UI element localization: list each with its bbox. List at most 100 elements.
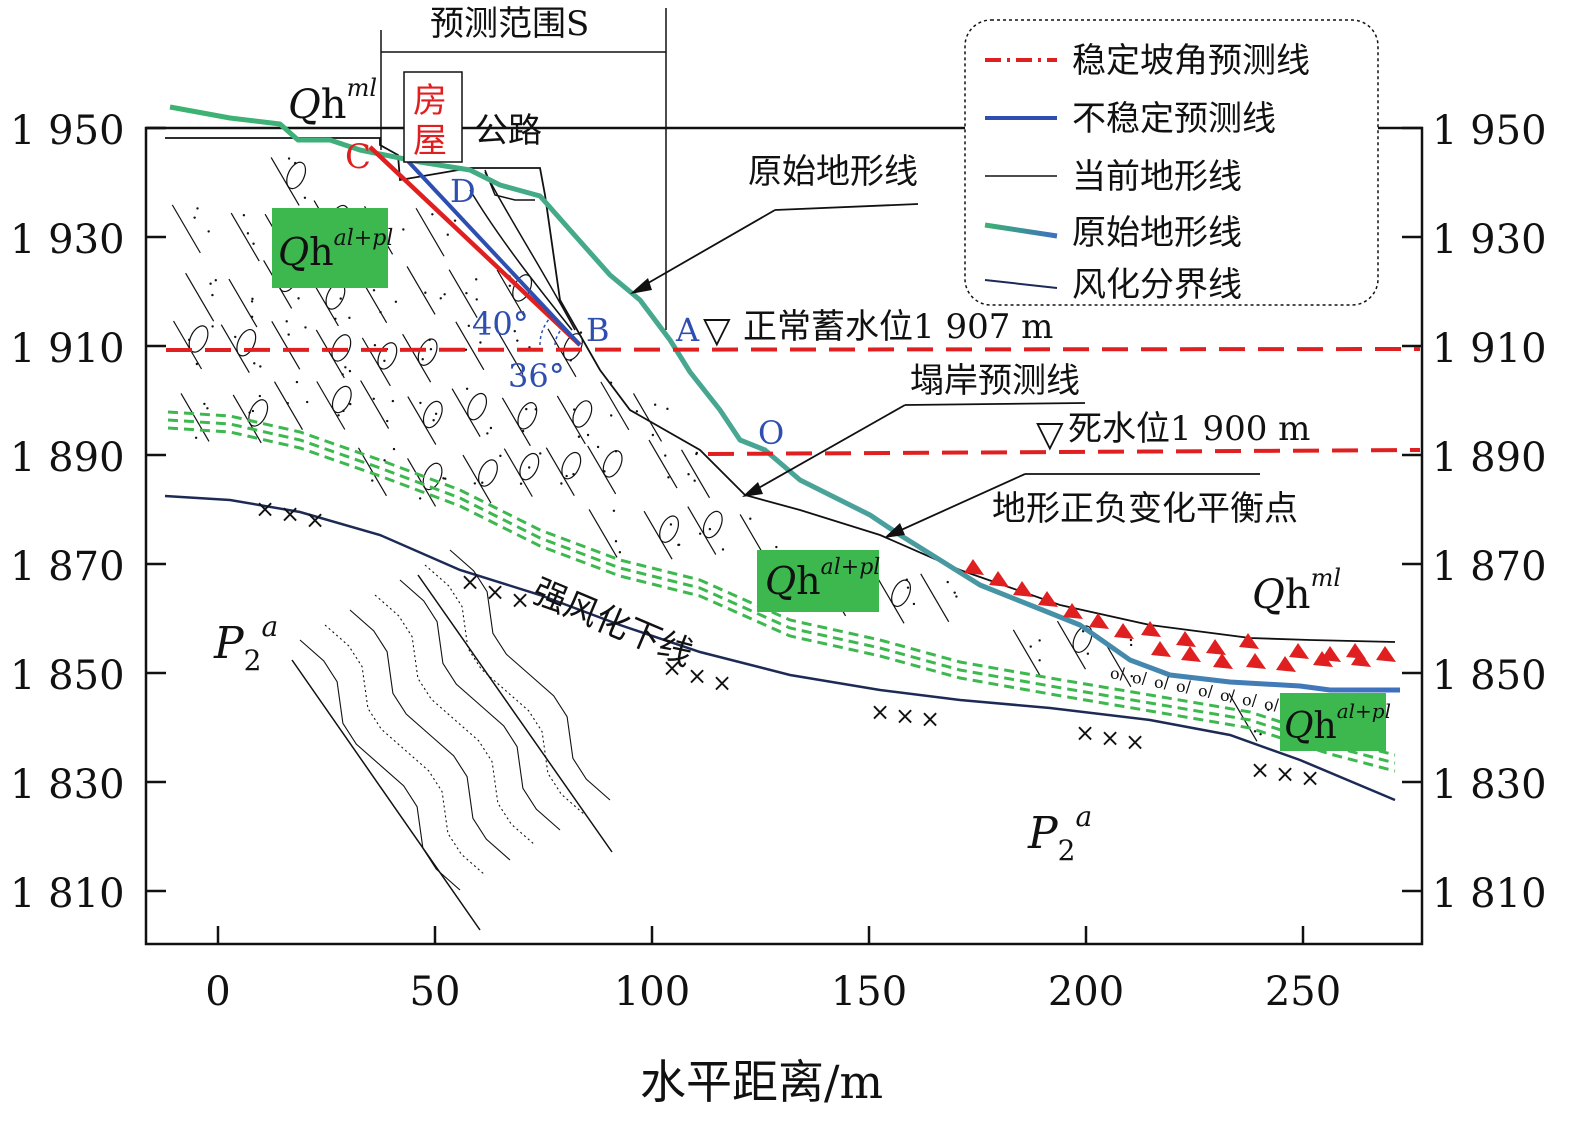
- legend-item-stable: 稳定坡角预测线: [985, 41, 1310, 81]
- texture-dot: [489, 426, 493, 430]
- x-mark: ×: [712, 669, 732, 697]
- y-tick-label-left: 1 830: [10, 762, 125, 808]
- texture-dot: [372, 397, 375, 400]
- pebble: [659, 515, 680, 543]
- svg-text:原始地形线: 原始地形线: [1072, 213, 1242, 253]
- x-tick-label: 100: [614, 969, 690, 1015]
- texture-stroke: [632, 393, 663, 442]
- texture-dot: [464, 348, 468, 351]
- texture-dot: [653, 403, 657, 406]
- texture-stroke: [316, 381, 346, 430]
- y-tick-label-left: 1 950: [10, 108, 125, 154]
- texture-dot: [259, 365, 262, 368]
- texture-dot: [467, 324, 471, 328]
- texture-dot: [521, 311, 525, 314]
- texture-dot: [586, 433, 590, 437]
- y-tick-label-right: 1 890: [1432, 435, 1547, 481]
- texture-dot: [297, 297, 300, 300]
- svg-text:P2a: P2a: [213, 610, 278, 677]
- x-mark: ×: [510, 586, 530, 614]
- texture-dot: [342, 409, 345, 413]
- texture-dot: [253, 362, 256, 365]
- pebble: [702, 510, 723, 539]
- texture-stroke: [185, 272, 215, 322]
- texture-stroke: [687, 506, 717, 555]
- texture-dot: [610, 414, 613, 417]
- texture-dot: [953, 591, 956, 594]
- balance-callout-arrow: [889, 473, 1026, 536]
- texture-dot: [248, 411, 251, 414]
- prediction-range-label: 预测范围S: [430, 4, 589, 44]
- deposit-triangle: [1013, 581, 1033, 597]
- x-mark: ×: [485, 578, 505, 606]
- texture-dot: [429, 347, 433, 351]
- texture-dot: [252, 242, 255, 245]
- texture-dot: [572, 408, 576, 411]
- texture-dot: [651, 433, 655, 437]
- texture-dot: [695, 452, 698, 456]
- deposit-triangles: [964, 559, 1396, 672]
- texture-stroke: [1012, 629, 1042, 679]
- texture-stroke: [232, 394, 262, 444]
- texture-dot: [334, 317, 337, 320]
- deposit-triangle: [1114, 623, 1134, 639]
- debris-symbol: o/: [1242, 690, 1258, 709]
- deposit-triangle: [1151, 641, 1171, 657]
- current-terrain-line: [165, 137, 1396, 643]
- texture-dot: [465, 387, 469, 390]
- svg-text:不稳定预测线: 不稳定预测线: [1072, 99, 1276, 139]
- pebble: [891, 579, 911, 607]
- debris-symbol: o/: [1110, 664, 1126, 683]
- texture-stroke: [230, 212, 260, 262]
- x-mark: ×: [920, 705, 940, 733]
- svg-text:Qhml: Qhml: [1252, 564, 1341, 618]
- texture-dot: [1253, 730, 1257, 733]
- texture-stroke: [360, 380, 390, 429]
- texture-stroke: [180, 393, 210, 442]
- texture-dot: [293, 161, 297, 165]
- point-a-label: A: [675, 311, 700, 349]
- stratum-p2a-right: P2a: [1027, 800, 1092, 867]
- pebble: [236, 329, 257, 357]
- texture-dot: [246, 232, 250, 235]
- balance-arrowhead: [884, 523, 905, 538]
- texture-dot: [1086, 652, 1090, 655]
- x-mark: ×: [305, 506, 325, 534]
- texture-dot: [446, 233, 449, 236]
- x-mark: ×: [1100, 724, 1120, 752]
- x-mark: ×: [1125, 728, 1145, 756]
- texture-dot: [287, 333, 290, 336]
- texture-dot: [560, 482, 563, 485]
- texture-dot: [534, 408, 537, 411]
- normal-water-level-label: 正常蓄水位1 907 m: [743, 307, 1053, 347]
- texture-dot: [195, 362, 199, 366]
- texture-dot: [508, 284, 512, 288]
- texture-dot: [693, 479, 696, 482]
- texture-dot: [473, 482, 477, 485]
- texture-dot: [424, 291, 427, 294]
- normal-water-level-line: [165, 347, 1421, 352]
- stratum-box-upper: Qhal+pl: [272, 208, 393, 288]
- pebble: [478, 459, 498, 487]
- svg-text:风化分界线: 风化分界线: [1072, 265, 1242, 305]
- debris-symbol: o/: [1220, 686, 1236, 705]
- deposit-triangle: [1351, 651, 1371, 667]
- pebble: [331, 385, 352, 414]
- texture-stroke: [587, 445, 617, 495]
- y-tick-label-left: 1 930: [10, 217, 125, 263]
- texture-dot: [906, 586, 910, 589]
- texture-dot: [349, 402, 352, 406]
- bedrock-wave: [324, 624, 486, 876]
- y-tick-label-right: 1 810: [1432, 871, 1547, 917]
- deposit-triangle: [1213, 653, 1233, 669]
- texture-dot: [481, 481, 484, 484]
- texture-dot: [667, 476, 670, 479]
- texture-dot: [442, 477, 445, 480]
- texture-stroke: [455, 321, 485, 371]
- texture-dot: [373, 344, 377, 347]
- x-mark: ×: [1300, 764, 1320, 792]
- texture-dot: [775, 545, 778, 549]
- texture-dot: [209, 282, 212, 285]
- texture-dot: [443, 293, 446, 296]
